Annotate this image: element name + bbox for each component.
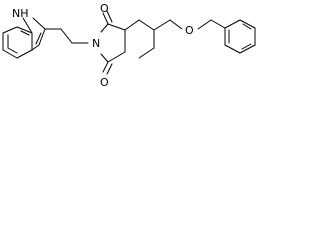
indole-pyrrole-ring: [22, 17, 46, 51]
ethyl-linker-bonds: [44, 28, 89, 44]
succinimide-ring: [100, 10, 126, 75]
imide-n-label: N: [92, 37, 100, 50]
ether-o-label: O: [185, 24, 194, 37]
indole-nh-label: NH: [12, 7, 29, 20]
side-chain-bonds: [124, 19, 226, 59]
phenyl-ring: [224, 19, 256, 54]
carbonyl-o-bottom-label: O: [100, 76, 109, 89]
carbonyl-o-top-label: O: [100, 2, 109, 15]
chemical-structure: NH N O O O: [2, 2, 256, 89]
indole-benzene-ring: [2, 26, 33, 59]
